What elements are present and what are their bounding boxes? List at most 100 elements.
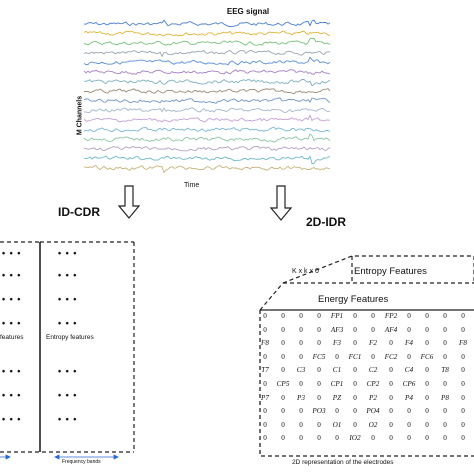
features-label: features: [0, 334, 24, 341]
grid-cell-electrode: C1: [332, 366, 342, 375]
dots-left-4: • • •: [2, 318, 22, 328]
grid-cell-empty: 0: [407, 420, 411, 429]
entropy-features-label: Entropy features: [46, 334, 94, 341]
grid-cell-empty: 0: [443, 339, 447, 348]
grid-cell-empty: 0: [317, 312, 321, 320]
grid-cell-electrode: T8: [441, 366, 449, 375]
grid-cell-empty: 0: [443, 312, 447, 320]
grid-cell-empty: 0: [299, 407, 303, 416]
eeg-channel-trace: [84, 88, 331, 95]
grid-cell-empty: 0: [425, 366, 429, 375]
grid-cell-empty: 0: [281, 312, 285, 320]
left-feature-arrow: [0, 454, 11, 460]
grid-cell-electrode: PZ: [332, 393, 342, 402]
grid-cell-empty: 0: [281, 434, 285, 443]
grid-cell-electrode: AF3: [330, 325, 344, 334]
frequency-bands-label: Frequency bands: [62, 459, 101, 465]
grid-cell-electrode: FC1: [348, 352, 362, 361]
grid-cell-empty: 0: [299, 352, 303, 361]
grid-cell-empty: 0: [371, 352, 375, 361]
grid-cell-empty: 0: [317, 366, 321, 375]
grid-cell-empty: 0: [299, 380, 303, 388]
grid-cell-empty: 0: [353, 325, 357, 334]
grid-cell-empty: 0: [407, 352, 411, 361]
grid-cell-electrode: CP6: [402, 380, 416, 388]
grid-cell-electrode: FC2: [384, 352, 398, 361]
grid-cell-empty: 0: [263, 312, 267, 320]
grid-cell-empty: 0: [335, 352, 339, 361]
eeg-channel-trace: [83, 37, 331, 46]
grid-cell-electrode: F8: [459, 339, 467, 348]
grid-cell-electrode: AF4: [384, 325, 398, 334]
grid-cell-empty: 0: [263, 380, 267, 388]
grid-cell-electrode: T7: [261, 366, 269, 375]
idr-cuboid: [259, 255, 474, 311]
grid-cell-electrode: FC5: [312, 352, 326, 361]
grid-cell-empty: 0: [461, 393, 465, 402]
dots-left-1: • • •: [2, 248, 22, 258]
grid-cell-electrode: C2: [368, 366, 378, 375]
grid-cell-electrode: PO3: [312, 407, 326, 416]
eeg-channel-trace: [83, 49, 331, 58]
eeg-channel-trace: [83, 19, 331, 28]
grid-cell-empty: 0: [461, 434, 465, 443]
grid-cell-empty: 0: [461, 380, 465, 388]
grid-cell-empty: 0: [371, 434, 375, 443]
grid-cell-electrode: F3: [333, 339, 341, 348]
grid-cell-electrode: IO2: [349, 434, 361, 443]
channels-axis-label: M Channels: [76, 95, 84, 136]
eeg-channel-trace: [83, 114, 331, 123]
grid-cell-empty: 0: [281, 407, 285, 416]
grid-cell-electrode: CP5: [276, 380, 290, 388]
grid-cell-electrode: P4: [405, 393, 413, 402]
time-axis-label: Time: [184, 182, 200, 189]
grid-cell-empty: 0: [281, 393, 285, 402]
grid-cell-empty: 0: [353, 339, 357, 348]
grid-cell-empty: 0: [263, 407, 267, 416]
eeg-channel-trace: [84, 107, 331, 114]
grid-cell-empty: 0: [371, 325, 375, 334]
grid-cell-empty: 0: [389, 339, 393, 348]
grid-cell-empty: 0: [317, 325, 321, 334]
dots-left-3: • • •: [2, 294, 22, 304]
grid-cell-electrode: PO4: [366, 407, 380, 416]
grid-cell-empty: 0: [371, 312, 375, 320]
idr-front-face: [259, 282, 474, 457]
grid-cell-empty: 0: [443, 352, 447, 361]
idr-heading: 2D-IDR: [306, 215, 347, 229]
grid-cell-empty: 0: [389, 380, 393, 388]
grid-cell-empty: 0: [461, 325, 465, 334]
grid-cell-empty: 0: [425, 380, 429, 388]
grid-cell-electrode: FP2: [384, 312, 398, 320]
eeg-channel-trace: [83, 145, 331, 152]
grid-cell-electrode: O2: [368, 420, 378, 429]
grid-cell-electrode: C4: [404, 366, 414, 375]
grid-cell-empty: 0: [389, 366, 393, 375]
grid-cell-empty: 0: [407, 434, 411, 443]
cuboid-dims-label: K x k x 0: [292, 268, 319, 275]
grid-cell-empty: 0: [389, 434, 393, 443]
grid-cell-empty: 0: [335, 434, 339, 443]
grid-cell-electrode: P7: [261, 393, 269, 402]
grid-cell-electrode: F8: [261, 339, 269, 348]
eeg-traces: [83, 19, 331, 174]
grid-cell-empty: 0: [353, 393, 357, 402]
grid-cell-empty: 0: [425, 393, 429, 402]
grid-cell-empty: 0: [263, 420, 267, 429]
eeg-channel-trace: [83, 155, 331, 165]
grid-cell-empty: 0: [461, 407, 465, 416]
dots-right-6: • • •: [58, 390, 78, 400]
grid-cell-electrode: CP1: [330, 380, 344, 388]
grid-cell-electrode: O1: [332, 420, 342, 429]
grid-cell-empty: 0: [425, 434, 429, 443]
grid-cell-empty: 0: [443, 420, 447, 429]
eeg-title: EEG signal: [226, 7, 270, 16]
dots-left-5: • • •: [2, 366, 22, 376]
dots-right-4: • • •: [58, 318, 78, 328]
grid-cell-empty: 0: [353, 312, 357, 320]
grid-cell-electrode: CP2: [366, 380, 380, 388]
grid-cell-empty: 0: [281, 352, 285, 361]
cdr-box: [0, 241, 135, 453]
grid-cell-electrode: F2: [369, 339, 377, 348]
grid-cell-empty: 0: [353, 366, 357, 375]
